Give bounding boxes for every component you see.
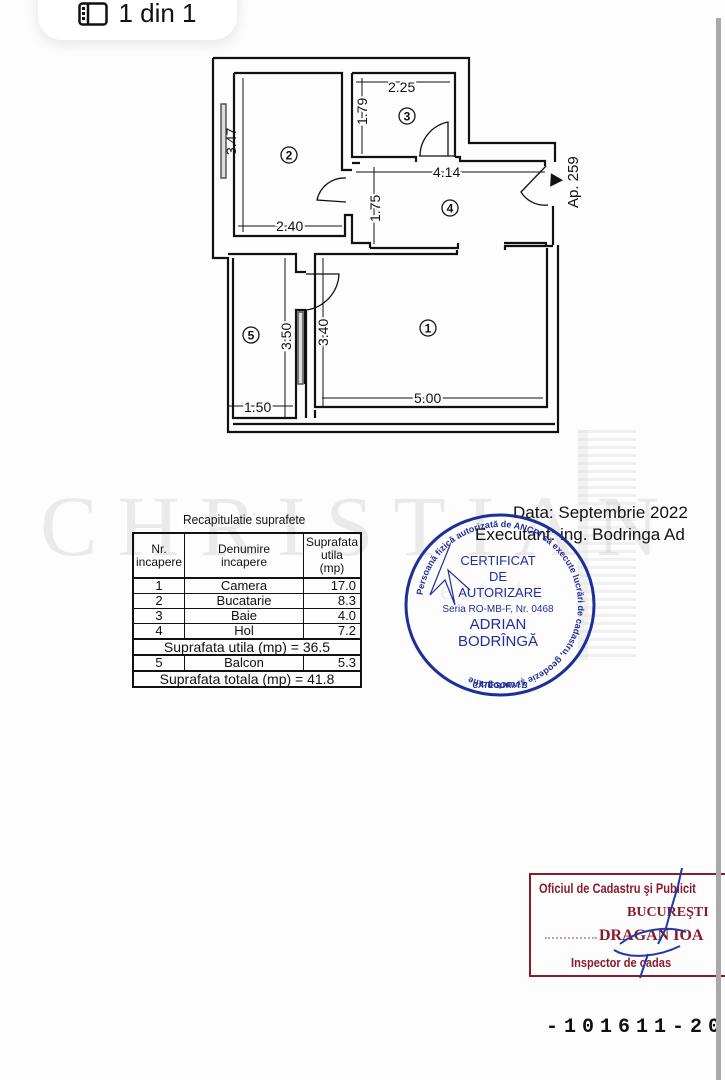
dim-kitchen-width: 2.40 (276, 218, 303, 234)
stamp-line5: ADRIAN (470, 616, 527, 633)
cell-name: Balcon (184, 654, 304, 672)
stamp-line1: CERTIFICAT (460, 553, 535, 568)
header-nr: Nr.incapere (132, 532, 186, 579)
cell-name: Baie (184, 608, 304, 624)
cell-area: 5.3 (302, 654, 362, 672)
dim-bath-width: 2.25 (388, 79, 415, 95)
room-number-2: 2 (286, 149, 293, 163)
table-row: 3 Baie 4.0 (132, 608, 362, 624)
apartment-label: Ap. 259 (565, 156, 582, 208)
document-date: Data: Septembrie 2022 (513, 503, 688, 522)
dim-room-height: 3.40 (315, 319, 331, 346)
table-row: 5 Balcon 5.3 (132, 654, 362, 672)
executant: Executant: ing. Bodringa Ad (475, 525, 685, 544)
cell-area: 17.0 (302, 577, 362, 594)
useful-total: Suprafata utila (mp) = 36.5 (132, 638, 362, 656)
cell-nr: 3 (132, 608, 186, 624)
cell-area: 7.2 (302, 623, 362, 640)
cell-area: 8.3 (302, 593, 362, 609)
watermark-tower-graphic (578, 430, 636, 660)
watermark-sub: estate (440, 575, 552, 606)
cell-nr: 2 (132, 593, 186, 609)
entrance-triangle-icon (550, 173, 564, 187)
page-edge-bar (716, 18, 721, 1080)
dim-room-width: 5.00 (414, 390, 441, 406)
cell-area: 4.0 (302, 608, 362, 624)
page-count-label: 1 din 1 (118, 0, 197, 28)
dim-balcony-height: 3.50 (278, 323, 294, 350)
useful-total-row: Suprafata utila (mp) = 36.5 (132, 638, 362, 656)
cell-nr: 4 (132, 623, 186, 640)
table-row: 2 Bucatarie 8.3 (132, 593, 362, 609)
dim-kitchen-height: 3.47 (223, 128, 239, 155)
table-row: 4 Hol 7.2 (132, 623, 362, 640)
cell-name: Bucatarie (184, 593, 304, 609)
table-row: 1 Camera 17.0 (132, 577, 362, 594)
room-number-3: 3 (404, 110, 411, 124)
stamp-line3: AUTORIZARE (458, 585, 542, 600)
signature-scribble (429, 544, 471, 606)
authorization-stamp: Persoană fizică autorizată de ANCPI să e… (404, 513, 596, 697)
cell-nr: 5 (132, 654, 186, 672)
dim-bath-height: 1.79 (354, 98, 370, 125)
ocpi-line2: BUCUREŞTI (627, 905, 709, 920)
dim-balcony-width: 1.50 (244, 399, 271, 415)
cell-nr: 1 (132, 577, 186, 594)
ocpi-dotted-line (545, 937, 597, 939)
room-number-5: 5 (248, 329, 255, 343)
stamp-category: CATEGORIA B (472, 681, 527, 690)
cell-name: Camera (184, 577, 304, 594)
ocpi-line1: Oficiul de Cadastru şi Publicit (539, 881, 696, 896)
recap-title: Recapitulatie suprafete (183, 512, 306, 527)
inspector-signature (613, 867, 687, 979)
page-indicator[interactable]: 1 din 1 (38, 0, 237, 40)
dim-hall-width: 4.14 (433, 164, 460, 180)
cell-name: Hol (184, 623, 304, 640)
stamp-line6: BODRÎNGĂ (458, 633, 538, 650)
grand-total-row: Suprafata totala (mp) = 41.8 (132, 670, 362, 688)
floor-plan: 3.47 2.40 2.25 1.79 4.14 1.75 3.50 3.40 … (211, 56, 582, 434)
document-number: -101611-20 (546, 1016, 725, 1039)
grand-total: Suprafata totala (mp) = 41.8 (132, 670, 362, 688)
stamp-line4: Seria RO-MB-F, Nr. 0468 (442, 604, 554, 615)
dim-hall-height: 1.75 (367, 195, 383, 222)
page-thumbnails-icon (78, 2, 109, 26)
stamp-line2: DE (489, 569, 507, 584)
room-number-1: 1 (425, 322, 432, 336)
room-number-4: 4 (447, 202, 454, 216)
